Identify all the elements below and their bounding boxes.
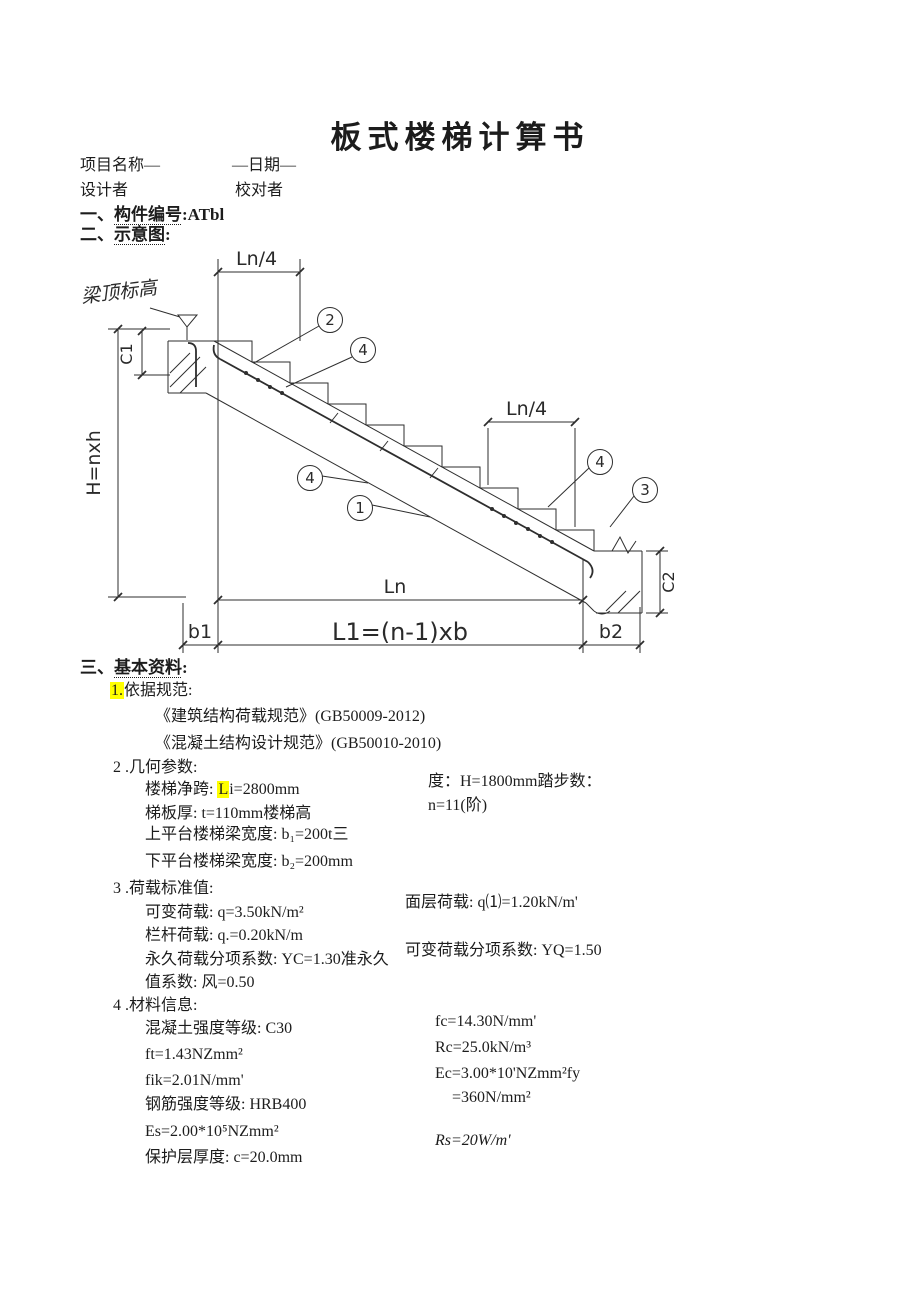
page-title: 板式楼梯计算书 [330, 120, 590, 155]
level-mark-icon [177, 314, 199, 328]
stair-height-line: 度：H=1800mm踏步数： [428, 773, 602, 790]
dead-load-factor-line: 永久荷载分项系数: YC=1.30准永久 [145, 951, 389, 968]
dim-b1-label: b1 [188, 621, 212, 643]
dim-ln4-right-label: Ln/4 [506, 398, 547, 420]
section-2-heading: 二、示意图: [80, 225, 171, 245]
basis-item: 1.依据规范: [110, 681, 192, 700]
concrete-grade-line: 混凝土强度等级: C30 [145, 1020, 293, 1037]
code-reference-2: 《混凝土结构设计规范》(GB50010-2010) [155, 735, 442, 752]
section-2-prefix: 二、 [80, 225, 114, 244]
section-3-prefix: 三、 [80, 658, 114, 677]
ft-line: ft=1.43NZmm² [145, 1046, 243, 1063]
checker-label: 校对者 [235, 182, 284, 199]
dim-ln-label: Ln [384, 576, 407, 598]
railing-load-line: 栏杆荷载: q.=0.20kN/m [145, 927, 303, 944]
callout-4-right: 4 [547, 449, 613, 508]
section-3-word: 基本资料 [114, 658, 182, 677]
dimension-h: H=nxh [83, 324, 186, 602]
break-mark-icon [611, 535, 637, 554]
section-2-colon: : [165, 225, 171, 244]
quasi-permanent-factor-line: 值系数: 风=0.50 [145, 974, 255, 991]
basis-item-number: 1. [110, 682, 124, 699]
rs-line: Rs=20W/m' [435, 1132, 511, 1149]
dim-b2-label: b2 [599, 621, 623, 643]
basis-item-label: 依据规范: [124, 682, 193, 699]
lower-beam-width-line: 下平台楼梯梁宽度: b₂=200mm [145, 853, 353, 870]
stair-clear-span-line: 楼梯净跨: Li=2800mm [145, 780, 300, 799]
section-1-prefix: 一、 [80, 205, 114, 224]
code-reference-1: 《建筑结构荷载规范》(GB50009-2012) [155, 708, 426, 725]
beam-top-level-callout: 梁顶标高 [80, 276, 199, 340]
extension-lines [182, 259, 641, 653]
stair-clear-span-symbol: L [217, 781, 230, 798]
bottom-beam-section [594, 535, 643, 614]
dimension-ln4-top: Ln/4 [213, 248, 305, 277]
cover-thickness-line: 保护层厚度: c=20.0mm [145, 1149, 303, 1166]
project-name-label: 项目名称— [80, 157, 161, 174]
dim-c2-label: C2 [659, 571, 678, 592]
rebar-anchor-hook [187, 342, 197, 387]
section-3-colon: : [182, 658, 188, 677]
upper-beam-width-line: 上平台楼梯梁宽度: b₁=200t三 [145, 826, 349, 843]
callout-4-top-label: 4 [358, 341, 368, 359]
stair-clear-span-value: i=2800mm [229, 781, 300, 798]
dimension-c2: C2 [646, 546, 678, 618]
dimension-ln4-right: Ln/4 [483, 398, 580, 527]
top-beam-section [167, 340, 214, 394]
rc-line: Rc=25.0kN/m³ [435, 1039, 532, 1056]
callout-3: 3 [609, 477, 658, 528]
slab-thickness-line: 梯板厚: t=110mm楼梯高 [145, 805, 312, 822]
live-load-line: 可变荷载: q=3.50kN/m² [145, 904, 304, 921]
callout-4-right-label: 4 [595, 453, 605, 471]
callout-4-mid-label: 4 [305, 469, 315, 487]
surface-load-line: 面层荷载: q⑴=1.20kN/m' [405, 894, 578, 911]
callout-4-top: 4 [285, 337, 376, 388]
callout-2: 2 [253, 307, 343, 364]
dim-h-label: H=nxh [83, 430, 105, 496]
dimension-c1: C1 [117, 326, 170, 380]
stair-slab-band [205, 340, 611, 615]
callout-1: 1 [347, 495, 431, 521]
date-label: —日期— [232, 157, 297, 174]
section-1-heading: 一、构件编号:ATbl [80, 205, 224, 225]
slab-rebar [212, 344, 594, 579]
section-1-word: 构件编号 [114, 205, 182, 224]
geometry-heading: 2 .几何参数: [113, 759, 198, 776]
load-heading: 3 .荷载标准值: [113, 880, 214, 897]
stair-clear-span-label: 楼梯净跨: [145, 781, 218, 798]
ftk-line: fik=2.01N/mm' [145, 1072, 244, 1089]
callout-1-label: 1 [355, 499, 365, 517]
section-3-heading: 三、基本资料: [80, 658, 188, 678]
step-count-line: n=11(阶) [428, 797, 488, 814]
fy-value-line: =360N/mm² [452, 1089, 531, 1106]
section-1-value: :ATbl [182, 205, 225, 224]
dim-l1-label: L1=(n-1)xb [332, 618, 468, 646]
dim-c1-label: C1 [117, 343, 136, 364]
dimension-bottom-row: b1 L1=(n-1)xb b2 [178, 618, 645, 650]
dimension-ln: Ln [213, 576, 588, 605]
dim-ln4-top-label: Ln/4 [236, 248, 277, 270]
steel-grade-line: 钢筋强度等级: HRB400 [145, 1096, 307, 1113]
live-load-factor-line: 可变荷载分项系数: YQ=1.50 [405, 942, 602, 959]
designer-label: 设计者 [80, 182, 129, 199]
callout-2-label: 2 [325, 311, 335, 329]
callout-3-label: 3 [640, 481, 650, 499]
stair-schematic-diagram: Ln/4 梁顶标高 H=nxh C1 [80, 248, 678, 653]
callout-4-mid: 4 [297, 465, 369, 491]
ec-line: Ec=3.00*10'NZmm²fy [435, 1065, 581, 1082]
section-2-word: 示意图 [114, 225, 165, 244]
material-heading: 4 .材料信息: [113, 997, 198, 1014]
fc-line: fc=14.30N/mm' [435, 1013, 537, 1030]
beam-top-level-label: 梁顶标高 [80, 276, 161, 307]
es-line: Es=2.00*10⁵NZmm² [145, 1123, 279, 1140]
